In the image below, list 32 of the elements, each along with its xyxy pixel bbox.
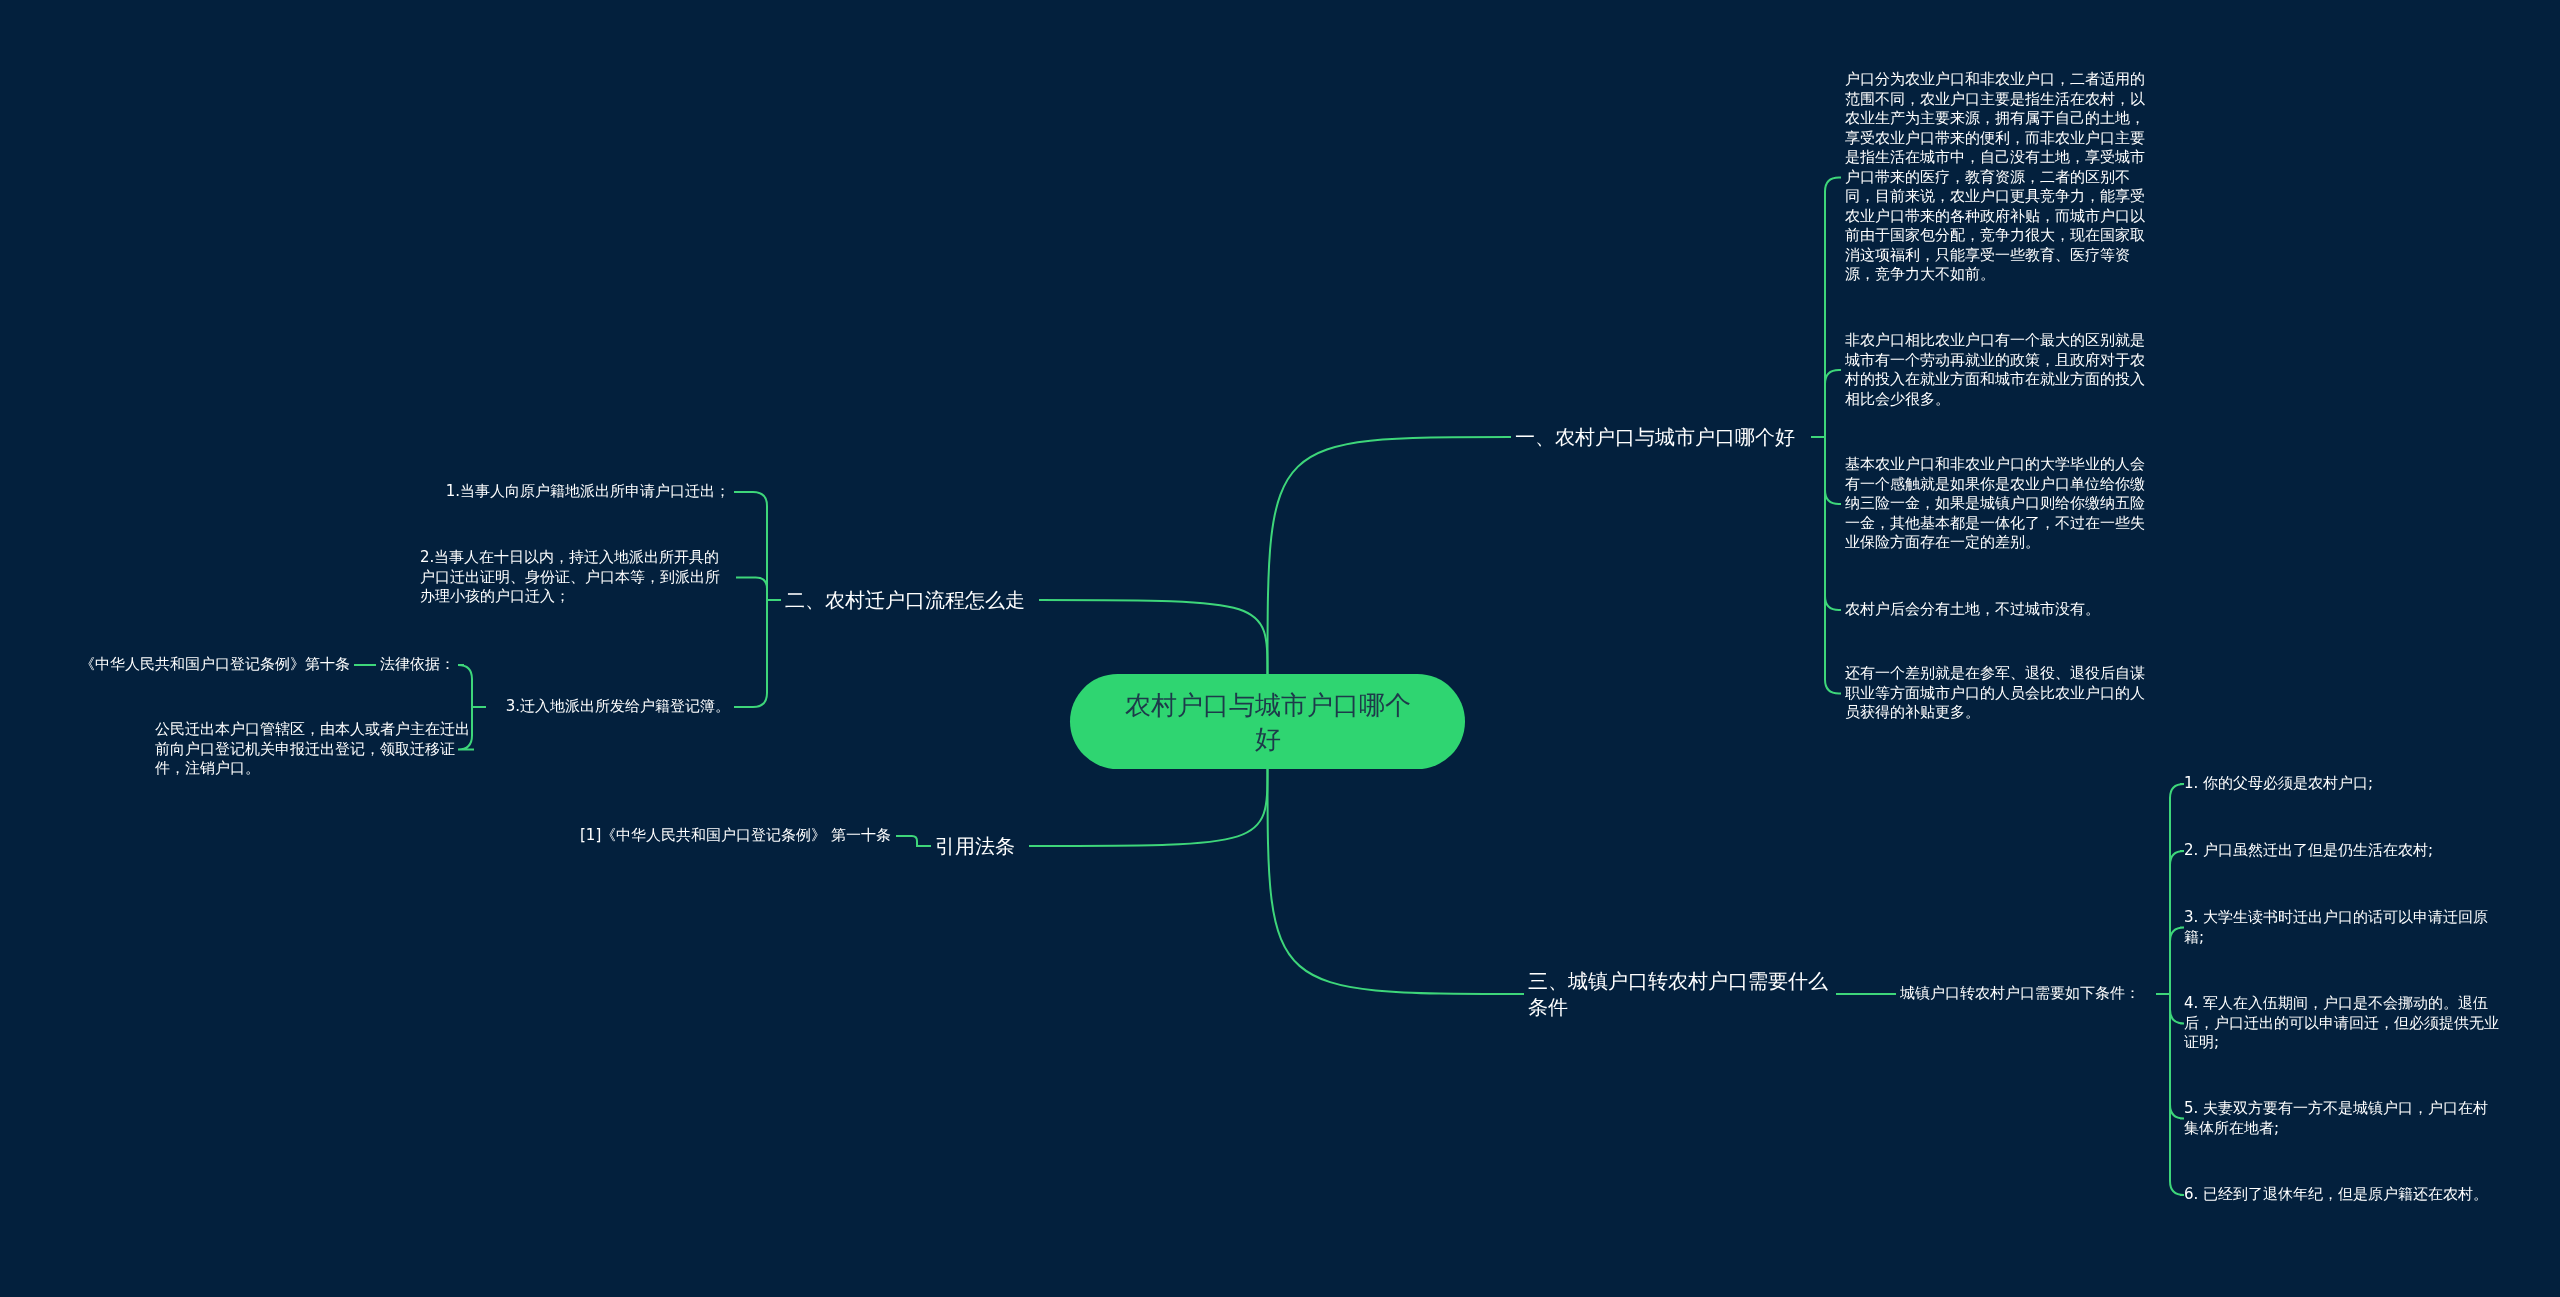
topic-text: 3.迁入地派出所发给户籍登记簿。 xyxy=(490,697,730,717)
topic-text: 还有一个差别就是在参军、退役、退役后自谋职业等方面城市户口的人员会比农业户口的人员获得的补贴更多。 xyxy=(1845,664,2157,723)
topic-text: 1.当事人向原户籍地派出所申请户口迁出； xyxy=(400,482,730,502)
connector-line xyxy=(457,706,487,751)
topic-text: 6. 已经到了退休年纪，但是原户籍还在农村。 xyxy=(2184,1185,2502,1205)
topic-text: 城镇户口转农村户口需要如下条件： xyxy=(1900,984,2152,1004)
branch-topic: 三、城镇户口转农村户口需要什么条件 xyxy=(1528,968,1832,1020)
branch-topic: 一、农村户口与城市户口哪个好 xyxy=(1515,424,1807,450)
topic-text: 3. 大学生读书时迁出户口的话可以申请迁回原籍; xyxy=(2184,908,2502,947)
topic-text: 公民迁出本户口管辖区，由本人或者户主在迁出前向户口登记机关申报迁出登记，领取迁移证件，注销户口。 xyxy=(155,720,470,779)
central-topic: 农村户口与城市户口哪个好 xyxy=(1070,674,1465,769)
topic-text: 4. 军人在入伍期间，户口是不会挪动的。退伍后，户口迁出的可以申请回迁，但必须提供无业证明; xyxy=(2184,994,2502,1053)
topic-text: [1]《中华人民共和国户口登记条例》 第一十条 xyxy=(580,826,892,846)
connector-line xyxy=(1266,436,1512,675)
topic-text: 非农户口相比农业户口有一个最大的区别就是城市有一个劳动再就业的政策，且政府对于农村的投入在就业方面和城市在就业方面的投入相比会少很多。 xyxy=(1845,331,2157,409)
branch-topic: 二、农村迁户口流程怎么走 xyxy=(785,587,1035,613)
topic-text: 法律依据： xyxy=(380,655,460,675)
topic-text: 2.当事人在十日以内，持迁入地派出所开具的户口迁出证明、身份证、户口本等，到派出所办理小孩的户口迁入； xyxy=(420,548,732,607)
connector-line xyxy=(1266,768,1525,995)
topic-text: 2. 户口虽然迁出了但是仍生活在农村; xyxy=(2184,841,2502,861)
topic-text: 户口分为农业户口和非农业户口，二者适用的范围不同，农业户口主要是指生活在农村，以农业生产为主要来源，拥有属于自己的土地，享受农业户口带来的便利，而非农业户口主要是指生活在城市中，自己没有土地，享受城市户口带来的医疗，教育资源，二者的区别不同，目前来说，农业户口更具竞争力，能享受农业户口带来的各种政府补贴，而城市户口以前由于国家包分配，竞争力很大，现在国家取消这项福利，只能享受一些教育、医疗等资源，竞争力大不如前。 xyxy=(1845,70,2157,285)
connector-line xyxy=(353,664,377,666)
topic-text: 基本农业户口和非农业户口的大学毕业的人会有一个感触就是如果你是农业户口单位给你缴纳三险一金，如果是城镇户口则给你缴纳五险一金，其他基本都是一体化了，不过在一些失业保险方面存在一定的差别。 xyxy=(1845,455,2157,553)
connector-line xyxy=(1028,768,1269,847)
topic-text: 1. 你的父母必须是农村户口; xyxy=(2184,774,2502,794)
connector-line xyxy=(1835,993,1897,995)
connector-line xyxy=(895,835,932,847)
topic-text: 农村户后会分有土地，不过城市没有。 xyxy=(1845,600,2157,620)
topic-text: 5. 夫妻双方要有一方不是城镇户口，户口在村集体所在地者; xyxy=(2184,1099,2502,1138)
topic-text: 《中华人民共和国户口登记条例》第十条 xyxy=(50,655,350,675)
connector-line xyxy=(1038,599,1269,675)
branch-topic: 引用法条 xyxy=(935,833,1025,859)
